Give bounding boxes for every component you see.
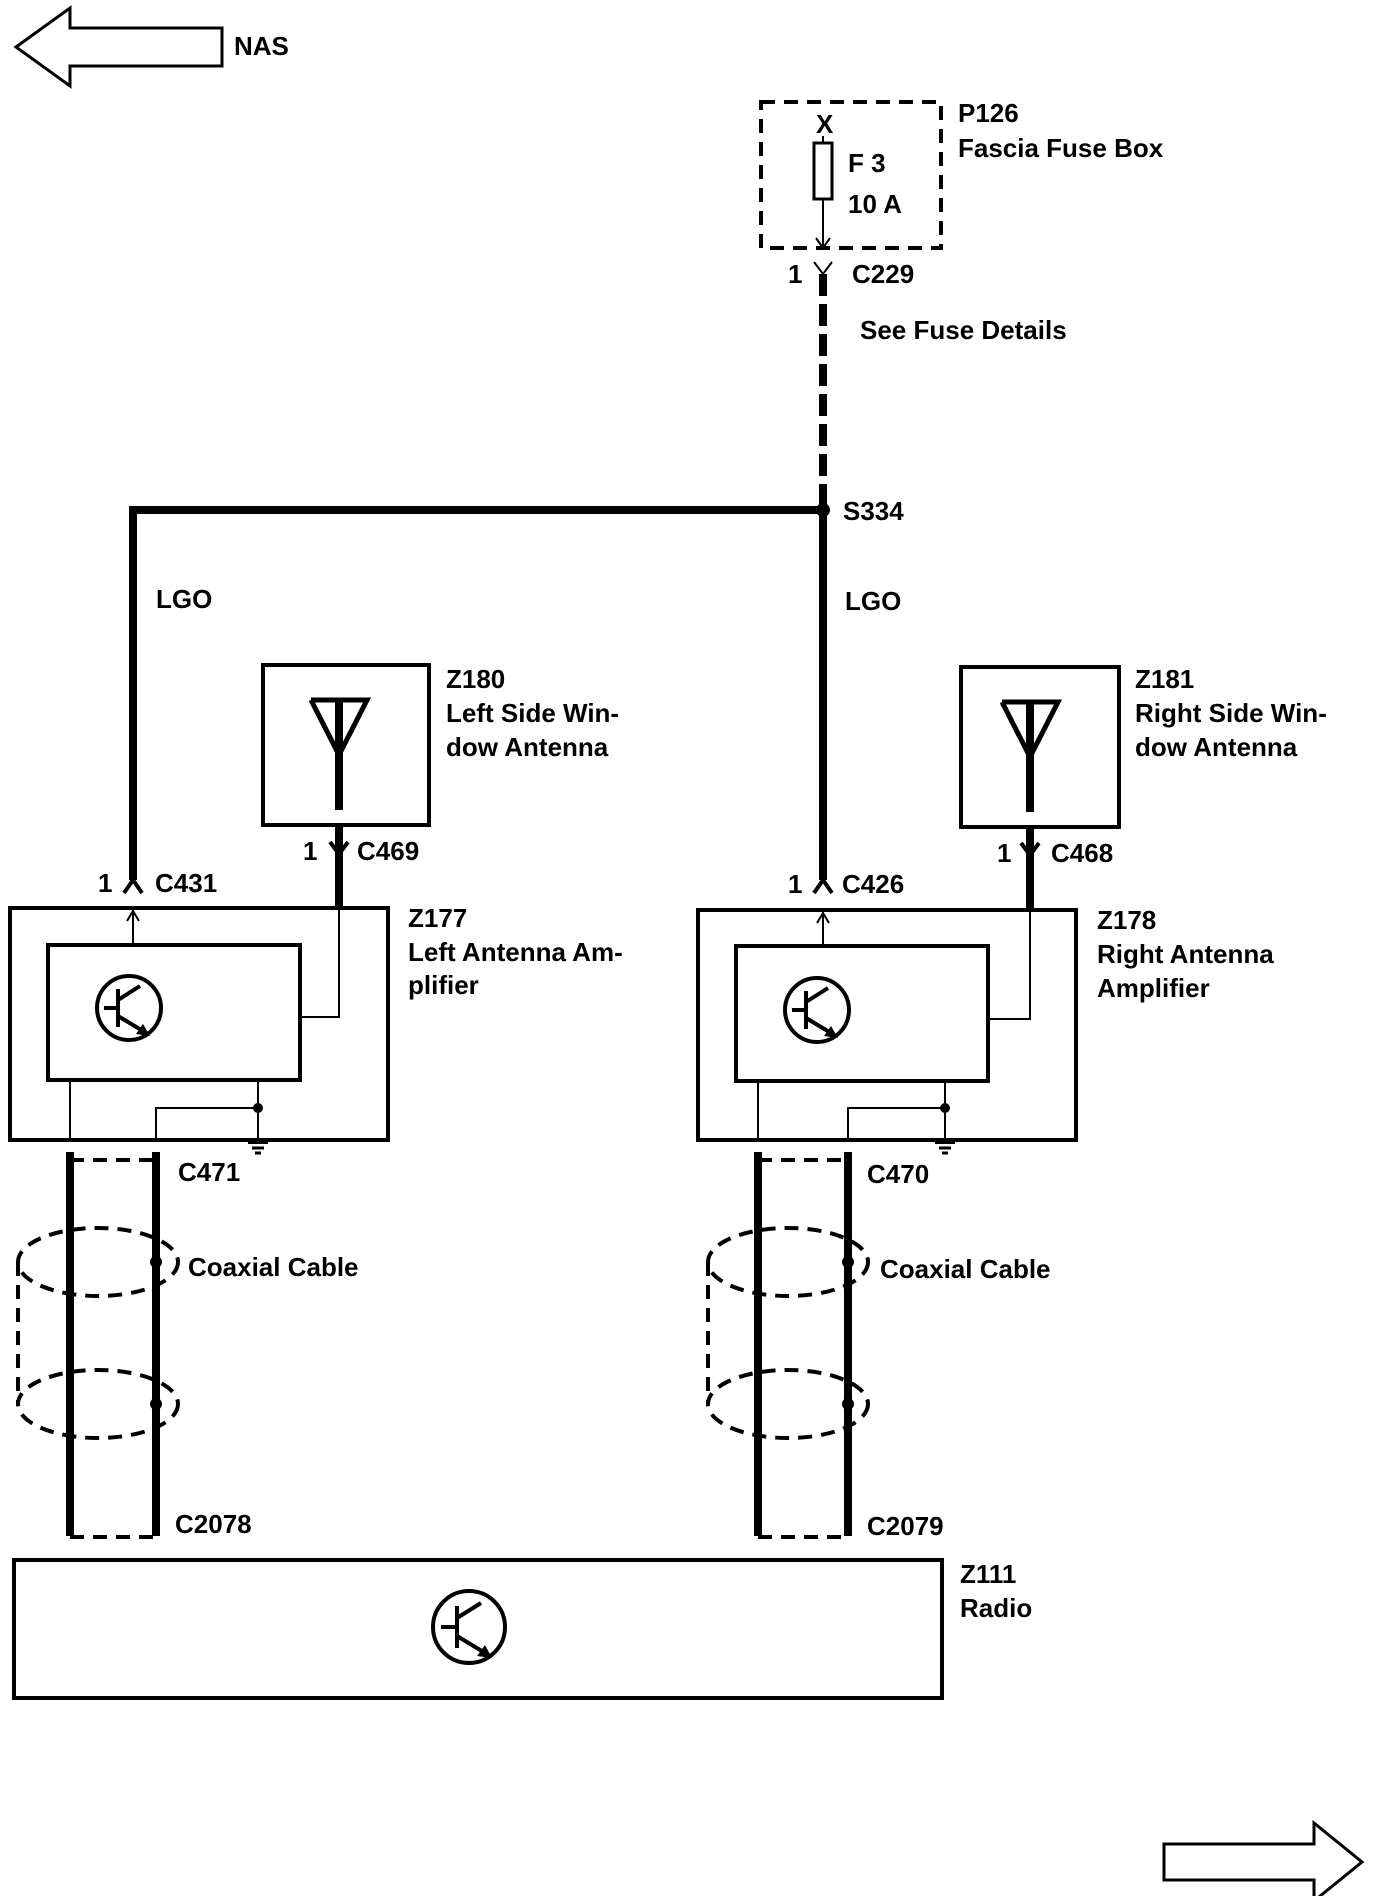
connector-c468: 1 C468 [997,838,1113,868]
c469-pin: 1 [303,836,317,866]
right-amplifier-name-1: Right Antenna [1097,939,1274,969]
right-antenna-amplifier: 1 C426 Z178 Right Antenna Amplifier [696,869,1274,1155]
c469-label: C469 [357,836,419,866]
fuse-number: F 3 [848,148,886,178]
left-amplifier-inner [46,943,302,1082]
c431-label: C431 [155,868,217,898]
right-amplifier-inner [734,944,990,1083]
radio-unit: Z111 Radio [12,1558,1032,1700]
c2078-label: C2078 [175,1509,252,1539]
connector-c469: 1 C469 [303,836,419,866]
connector-c229: 1 C229 [788,259,914,289]
left-antenna-id: Z180 [446,664,505,694]
left-lgo-wire [129,506,823,880]
transistor-icon [783,976,851,1044]
nav-back-button[interactable]: NAS [13,5,289,89]
nav-forward-button[interactable] [1162,1819,1365,1896]
left-wire-color: LGO [156,584,212,614]
c229-pin: 1 [788,259,802,289]
left-coaxial-cable: C471 Coaxial Cable C2078 [16,1152,359,1539]
fuse-terminal-label: X [816,109,834,139]
right-arrow-icon[interactable] [1162,1819,1365,1896]
right-amplifier-id: Z178 [1097,905,1156,935]
right-amplifier-name-2: Amplifier [1097,973,1210,1003]
right-antenna-id: Z181 [1135,664,1194,694]
right-coaxial-cable: C470 Coaxial Cable C2079 [706,1152,1051,1541]
left-window-antenna: Z180 Left Side Win- dow Antenna [261,663,619,827]
ground-icon [935,1140,955,1155]
c431-pin: 1 [98,868,112,898]
c468-label: C468 [1051,838,1113,868]
left-antenna-name-2: dow Antenna [446,732,609,762]
left-amplifier-id: Z177 [408,903,467,933]
c470-label: C470 [867,1159,929,1189]
fuse-icon [812,141,834,201]
radio-name: Radio [960,1593,1032,1623]
right-window-antenna: Z181 Right Side Win- dow Antenna [959,664,1327,829]
connector-c426: 1 C426 [788,869,904,899]
left-amplifier-name-2: plifier [408,970,479,1000]
splice-label: S334 [843,496,904,526]
radio-id: Z111 [960,1559,1016,1589]
antenna-icon [308,697,372,810]
transistor-icon [95,974,163,1042]
right-antenna-name-1: Right Side Win- [1135,698,1327,728]
left-antenna-box [261,663,431,827]
fuse-box-outline [759,100,943,250]
c229-label: C229 [852,259,914,289]
c468-pin: 1 [997,838,1011,868]
c426-label: C426 [842,869,904,899]
fuse-details-note: See Fuse Details [860,315,1067,345]
transistor-icon [431,1589,507,1665]
right-antenna-name-2: dow Antenna [1135,732,1298,762]
antenna-icon [999,699,1063,812]
right-cable-label: Coaxial Cable [880,1254,1051,1284]
left-amplifier-outer [8,906,390,1142]
connector-c431: 1 C431 [98,868,217,898]
fuse-box: X F 3 10 A P126 Fascia Fuse Box [759,98,1164,250]
left-antenna-amplifier: 1 C431 Z177 Left Antenna Am- plifier [8,868,623,1155]
radio-box [12,1558,944,1700]
fuse-box-id: P126 [958,98,1019,128]
ground-icon [248,1140,268,1155]
nav-back-label: NAS [234,31,289,61]
fuse-box-name: Fascia Fuse Box [958,133,1164,163]
right-wire-color: LGO [845,586,901,616]
right-antenna-box [959,665,1121,829]
c426-pin: 1 [788,869,802,899]
left-cable-label: Coaxial Cable [188,1252,359,1282]
c2079-label: C2079 [867,1511,944,1541]
right-amplifier-outer [696,908,1078,1142]
left-arrow-icon[interactable] [13,5,224,89]
c471-label: C471 [178,1157,240,1187]
left-antenna-name-1: Left Side Win- [446,698,619,728]
left-amplifier-name-1: Left Antenna Am- [408,937,623,967]
fuse-rating: 10 A [848,189,902,219]
